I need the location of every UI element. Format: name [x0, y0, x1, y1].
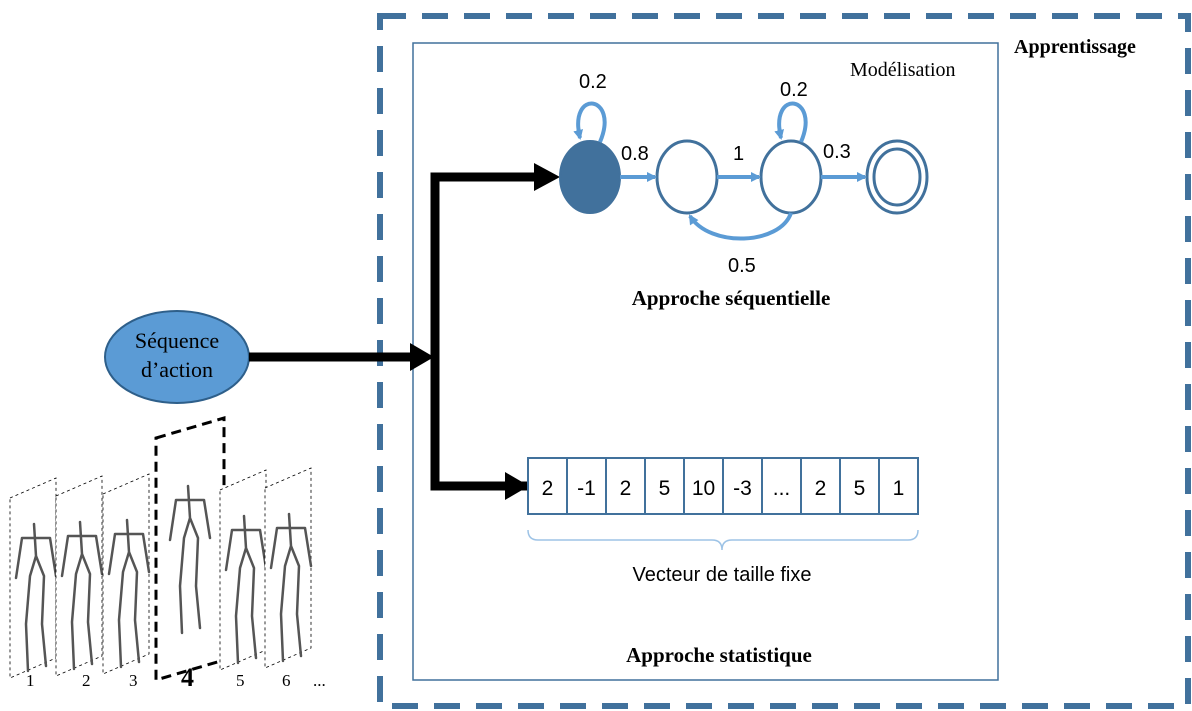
frame	[102, 473, 151, 675]
vector-cell: -3	[733, 477, 752, 500]
vector-cell: 2	[620, 477, 632, 500]
input-sequence-label-line2: d’action	[141, 357, 213, 382]
skeleton-figure	[60, 520, 104, 671]
edge-label-s2-to-end: 0.3	[823, 141, 851, 163]
frame-label: 3	[129, 671, 138, 690]
vector-cell: 2	[542, 477, 554, 500]
skeleton-figure	[224, 514, 268, 665]
self-loop-start	[573, 101, 607, 143]
edge-label-self-loop-start: 0.2	[579, 71, 607, 93]
vector-cell: ...	[773, 477, 791, 500]
vector-brace	[527, 529, 919, 551]
modeling-box-title: Modélisation	[850, 59, 956, 81]
statistical-approach-title: Approche statistique	[626, 643, 812, 667]
frame-border	[154, 415, 226, 683]
edge-label-start-to-s1: 0.8	[621, 143, 649, 165]
sequential-approach-title: Approche séquentielle	[632, 286, 831, 310]
frame-border	[264, 467, 312, 669]
skeleton-frames: 1 2 3 4 5 6...	[9, 415, 326, 692]
frame-label: 1	[26, 671, 35, 690]
state-2	[759, 139, 823, 215]
branch-connector	[430, 172, 537, 491]
frame	[55, 475, 104, 677]
input-sequence-label-line1: Séquence	[135, 328, 219, 353]
end-state-outer	[865, 139, 929, 215]
frame-highlighted	[154, 415, 226, 683]
sequential-arrow-head	[534, 163, 560, 191]
frame-label: ...	[313, 671, 326, 690]
vector-caption: Vecteur de taille fixe	[633, 564, 812, 586]
skeleton-figure	[107, 518, 151, 669]
vector-cell: -1	[577, 477, 596, 500]
learning-box-title: Apprentissage	[1014, 36, 1136, 58]
skeleton-figure	[168, 484, 212, 635]
self-loop-state-2	[774, 101, 808, 143]
edge-s2-to-s1	[688, 212, 793, 241]
edge-label-self-loop-s2: 0.2	[780, 79, 808, 101]
frame-label: 5	[236, 671, 245, 690]
vector-cell: 2	[815, 477, 827, 500]
input-arrow-head	[410, 343, 434, 371]
fixed-size-vector: 2 -1 2 5 10 -3... 2 5 1	[527, 457, 919, 515]
vector-cell: 5	[854, 477, 866, 500]
frame-label: 2	[82, 671, 91, 690]
state-machine: 0.2 0.8 1 0.2 0.3 0.5	[559, 71, 929, 277]
vector-cell: 10	[692, 477, 715, 500]
vector-cell: 1	[893, 477, 905, 500]
end-state-inner	[872, 147, 922, 207]
frame-border	[55, 475, 103, 677]
edge-label-s2-to-s1: 0.5	[728, 255, 756, 277]
frame-border	[102, 473, 150, 675]
skeleton-figure	[14, 522, 58, 673]
skeleton-figure	[269, 512, 313, 663]
frame-label: 6	[282, 671, 291, 690]
frame	[9, 477, 58, 679]
edge-label-s1-to-s2: 1	[733, 143, 744, 165]
state-1	[655, 139, 719, 215]
frame	[219, 469, 268, 671]
learning-box	[377, 13, 1191, 709]
vector-cell: 5	[659, 477, 671, 500]
start-state	[559, 140, 621, 214]
statistical-arrow-head	[505, 472, 529, 500]
frame-label: 4	[181, 663, 194, 692]
frame	[264, 467, 313, 669]
